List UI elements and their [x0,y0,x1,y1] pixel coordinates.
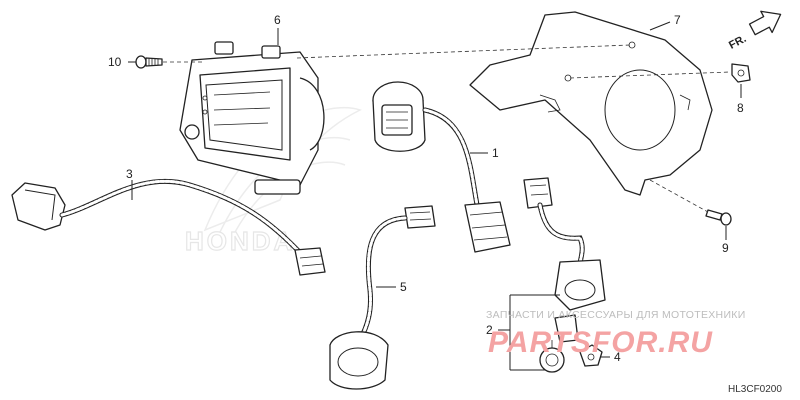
part-1-socket-harness [372,81,511,253]
part-3-switch-harness [11,178,326,276]
part-6-meter-unit [179,41,325,195]
watermark-text: ЗАПЧАСТИ И АКСЕССУАРЫ ДЛЯ МОТОТЕХНИКИ [486,309,746,321]
callout-2: 2 [486,323,493,337]
callout-8: 8 [737,101,744,115]
part-5-harness [329,205,436,390]
watermark-site: PARTSFOR.RU [488,326,713,359]
arrow-icon [748,10,782,36]
callout-6: 6 [274,13,281,27]
callout-4: 4 [614,350,621,364]
part-8-clip-nut [731,63,751,83]
part-7-bracket [469,11,713,196]
callout-10: 10 [108,55,122,69]
front-direction-indicator: FR. [727,10,782,52]
leader-lines [128,21,742,371]
part-4-key [579,344,603,367]
callout-7: 7 [674,13,681,27]
callout-3: 3 [126,167,133,181]
part-2-ignition-switch [523,177,606,373]
part-10-screw [135,55,163,69]
front-direction-label: FR. [727,33,748,52]
diagram-code: HL3CF0200 [728,384,782,395]
callout-5: 5 [400,280,407,294]
callout-1: 1 [492,146,499,160]
callouts: 10 6 1 3 5 7 8 9 2 4 [108,13,744,364]
callout-9: 9 [722,241,729,255]
watermark: ЗАПЧАСТИ И АКСЕССУАРЫ ДЛЯ МОТОТЕХНИКИ PA… [486,309,746,359]
part-9-screw [705,209,732,226]
